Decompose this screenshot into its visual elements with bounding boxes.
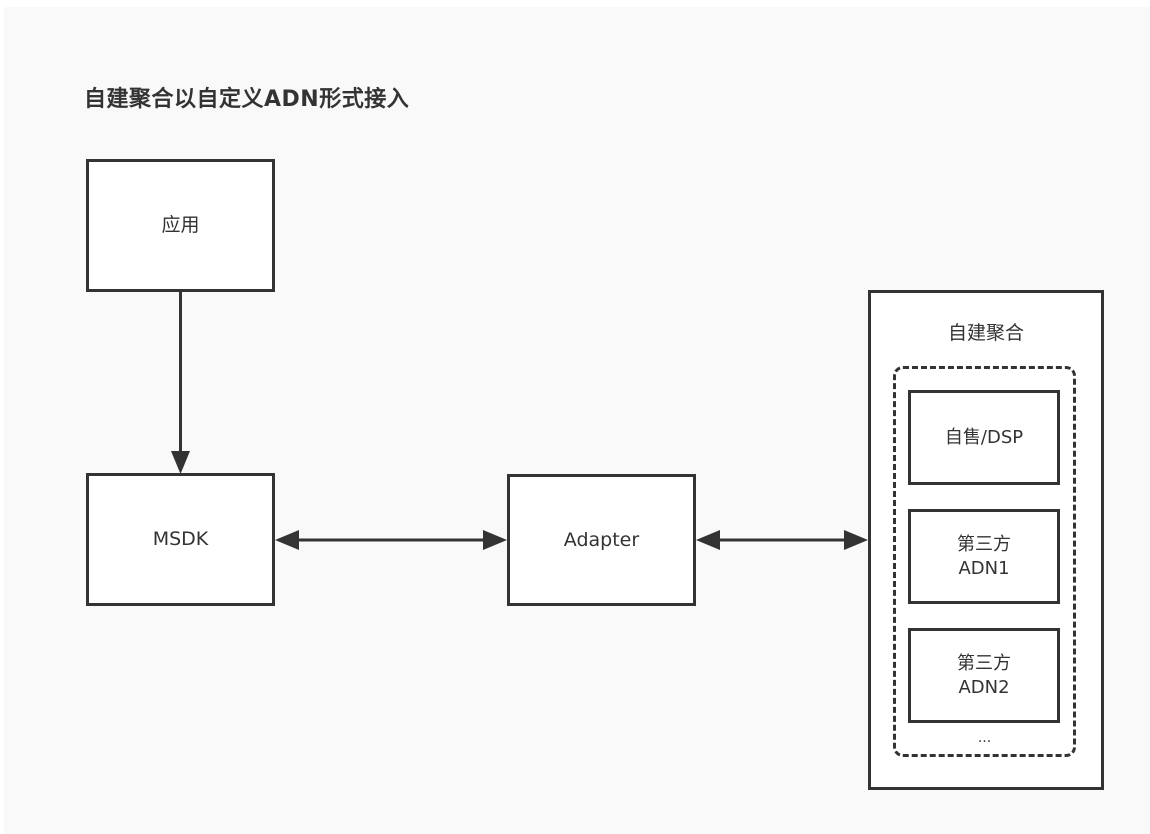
node-third-party-adn1[interactable]: 第三方 ADN1 [908,509,1060,604]
diagram-title: 自建聚合以自定义ADN形式接入 [84,87,410,112]
node-adapter-label: Adapter [563,528,640,551]
node-msdk-label: MSDK [152,528,209,551]
node-app-label: 应用 [161,214,200,237]
node-self-sale-dsp[interactable]: 自售/DSP [908,390,1060,485]
node-app[interactable]: 应用 [86,159,275,292]
node-adn1-label-line2: ADN1 [958,557,1010,579]
node-adapter[interactable]: Adapter [507,474,696,606]
node-dsp-label: 自售/DSP [944,426,1024,448]
aggregation-label: 自建聚合 [947,322,1024,344]
node-adn2-label-line1: 第三方 [957,653,1011,675]
node-msdk[interactable]: MSDK [86,473,275,606]
node-third-party-adn2[interactable]: 第三方 ADN2 [908,628,1060,723]
node-adn1-label-line1: 第三方 [957,534,1011,556]
aggregation-group-dashed-border [893,366,1076,757]
more-items-ellipsis: ... [977,730,992,746]
node-adn2-label-line2: ADN2 [958,676,1010,698]
